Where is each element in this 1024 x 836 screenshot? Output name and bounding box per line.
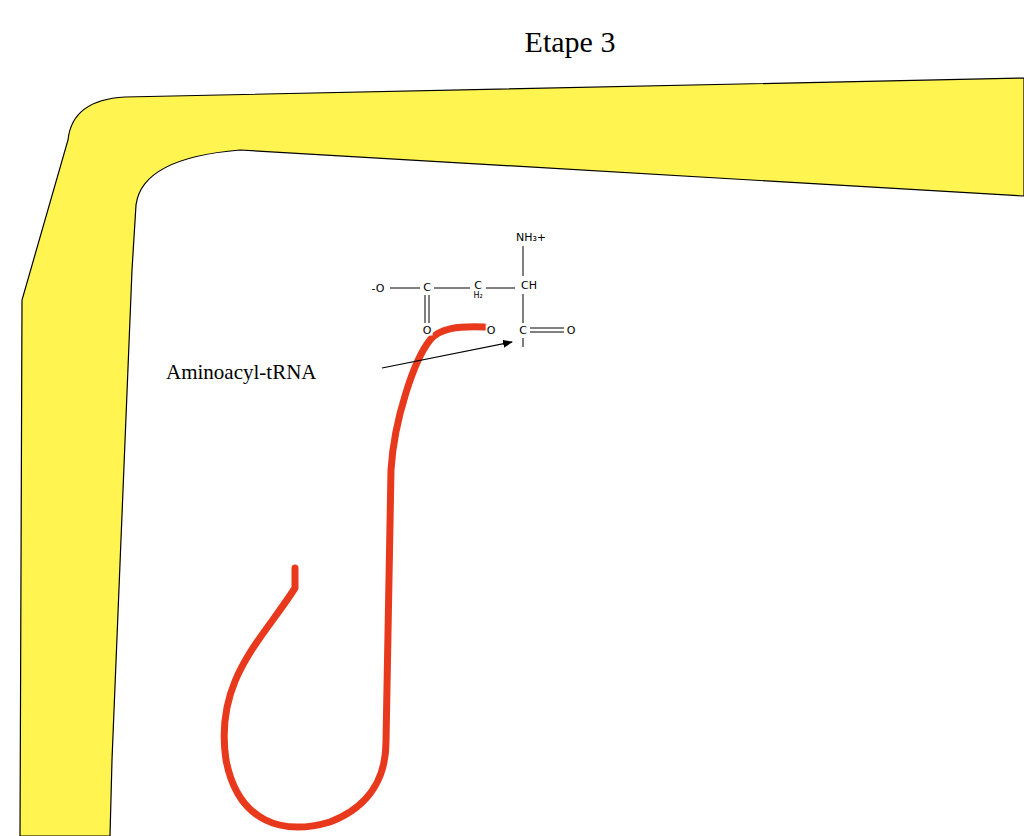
atom-label: NH₃+: [515, 232, 547, 243]
callout-label: Aminoacyl-tRNA: [166, 362, 316, 383]
atom-label: C: [518, 325, 528, 336]
page-title: Etape 3: [525, 27, 616, 57]
atom-label: C: [473, 280, 483, 291]
atom-label: -O: [371, 283, 386, 294]
membrane-band: [20, 78, 1024, 836]
trna-strand: [224, 327, 484, 827]
leader-arrow: [382, 342, 512, 368]
chemical-bonds: [390, 246, 564, 347]
atom-label: CH: [520, 280, 538, 291]
atom-label: C: [422, 282, 432, 293]
atom-label: O: [486, 325, 497, 336]
atom-label: O: [422, 325, 433, 336]
atom-label: O: [566, 325, 577, 336]
atom-label: H₂: [472, 292, 483, 300]
